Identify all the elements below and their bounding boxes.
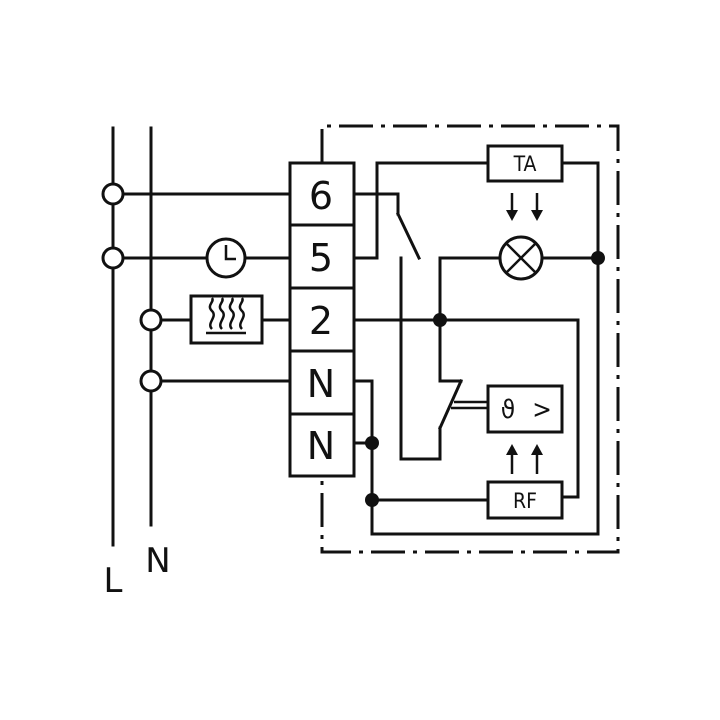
terminal-n1-label: N <box>307 362 335 406</box>
indicator-lamp-icon <box>498 235 544 281</box>
ta-label: TA <box>513 152 537 176</box>
wire-lamp-left <box>438 256 501 322</box>
clock-icon <box>205 237 247 279</box>
neutral-node-top <box>139 308 163 332</box>
wire-terminal-6-to-switch <box>352 192 400 216</box>
wire-terminal-2-bus <box>352 318 580 499</box>
heat-arrows-down-icon <box>506 193 543 221</box>
wire-switch-to-thermostat-contact <box>399 256 442 461</box>
neutral-line-label: N <box>145 541 170 581</box>
terminal-6-label: 6 <box>309 174 333 218</box>
terminal-2-label: 2 <box>309 299 333 343</box>
device-housing-outline <box>320 124 620 554</box>
switch-contact-blade <box>396 212 421 260</box>
live-node-top <box>101 182 125 206</box>
wire-terminal-5-to-ta <box>352 161 490 260</box>
wire-neutral-bridge <box>352 379 374 502</box>
heater-icon <box>189 294 264 345</box>
junction-right-bus <box>591 251 605 265</box>
terminal-block: 6 5 2 N N <box>288 161 356 478</box>
sensor-arrows-up-icon <box>506 444 543 474</box>
sensor-comparator-box <box>486 384 564 434</box>
thermostat-contact-blade <box>438 379 463 430</box>
junction-terminal-2 <box>433 313 447 327</box>
terminal-n2-label: N <box>307 424 335 468</box>
terminal-n-2 <box>288 412 356 478</box>
wire-ta-right <box>560 161 600 260</box>
ta-heater-box <box>486 144 564 183</box>
live-line-label: L <box>104 561 123 601</box>
sensor-symbol: ϑ <box>501 395 516 425</box>
junction-rf <box>365 493 379 507</box>
neutral-node-bottom <box>139 369 163 393</box>
rf-label: RF <box>513 489 537 513</box>
sensor-comparator-symbol: > <box>532 395 552 425</box>
rf-sensor-box <box>486 480 564 520</box>
terminal-5-label: 5 <box>309 236 333 280</box>
live-node-bottom <box>101 246 125 270</box>
junction-neutral-n2 <box>365 436 379 450</box>
wire-right-bus <box>370 256 600 536</box>
